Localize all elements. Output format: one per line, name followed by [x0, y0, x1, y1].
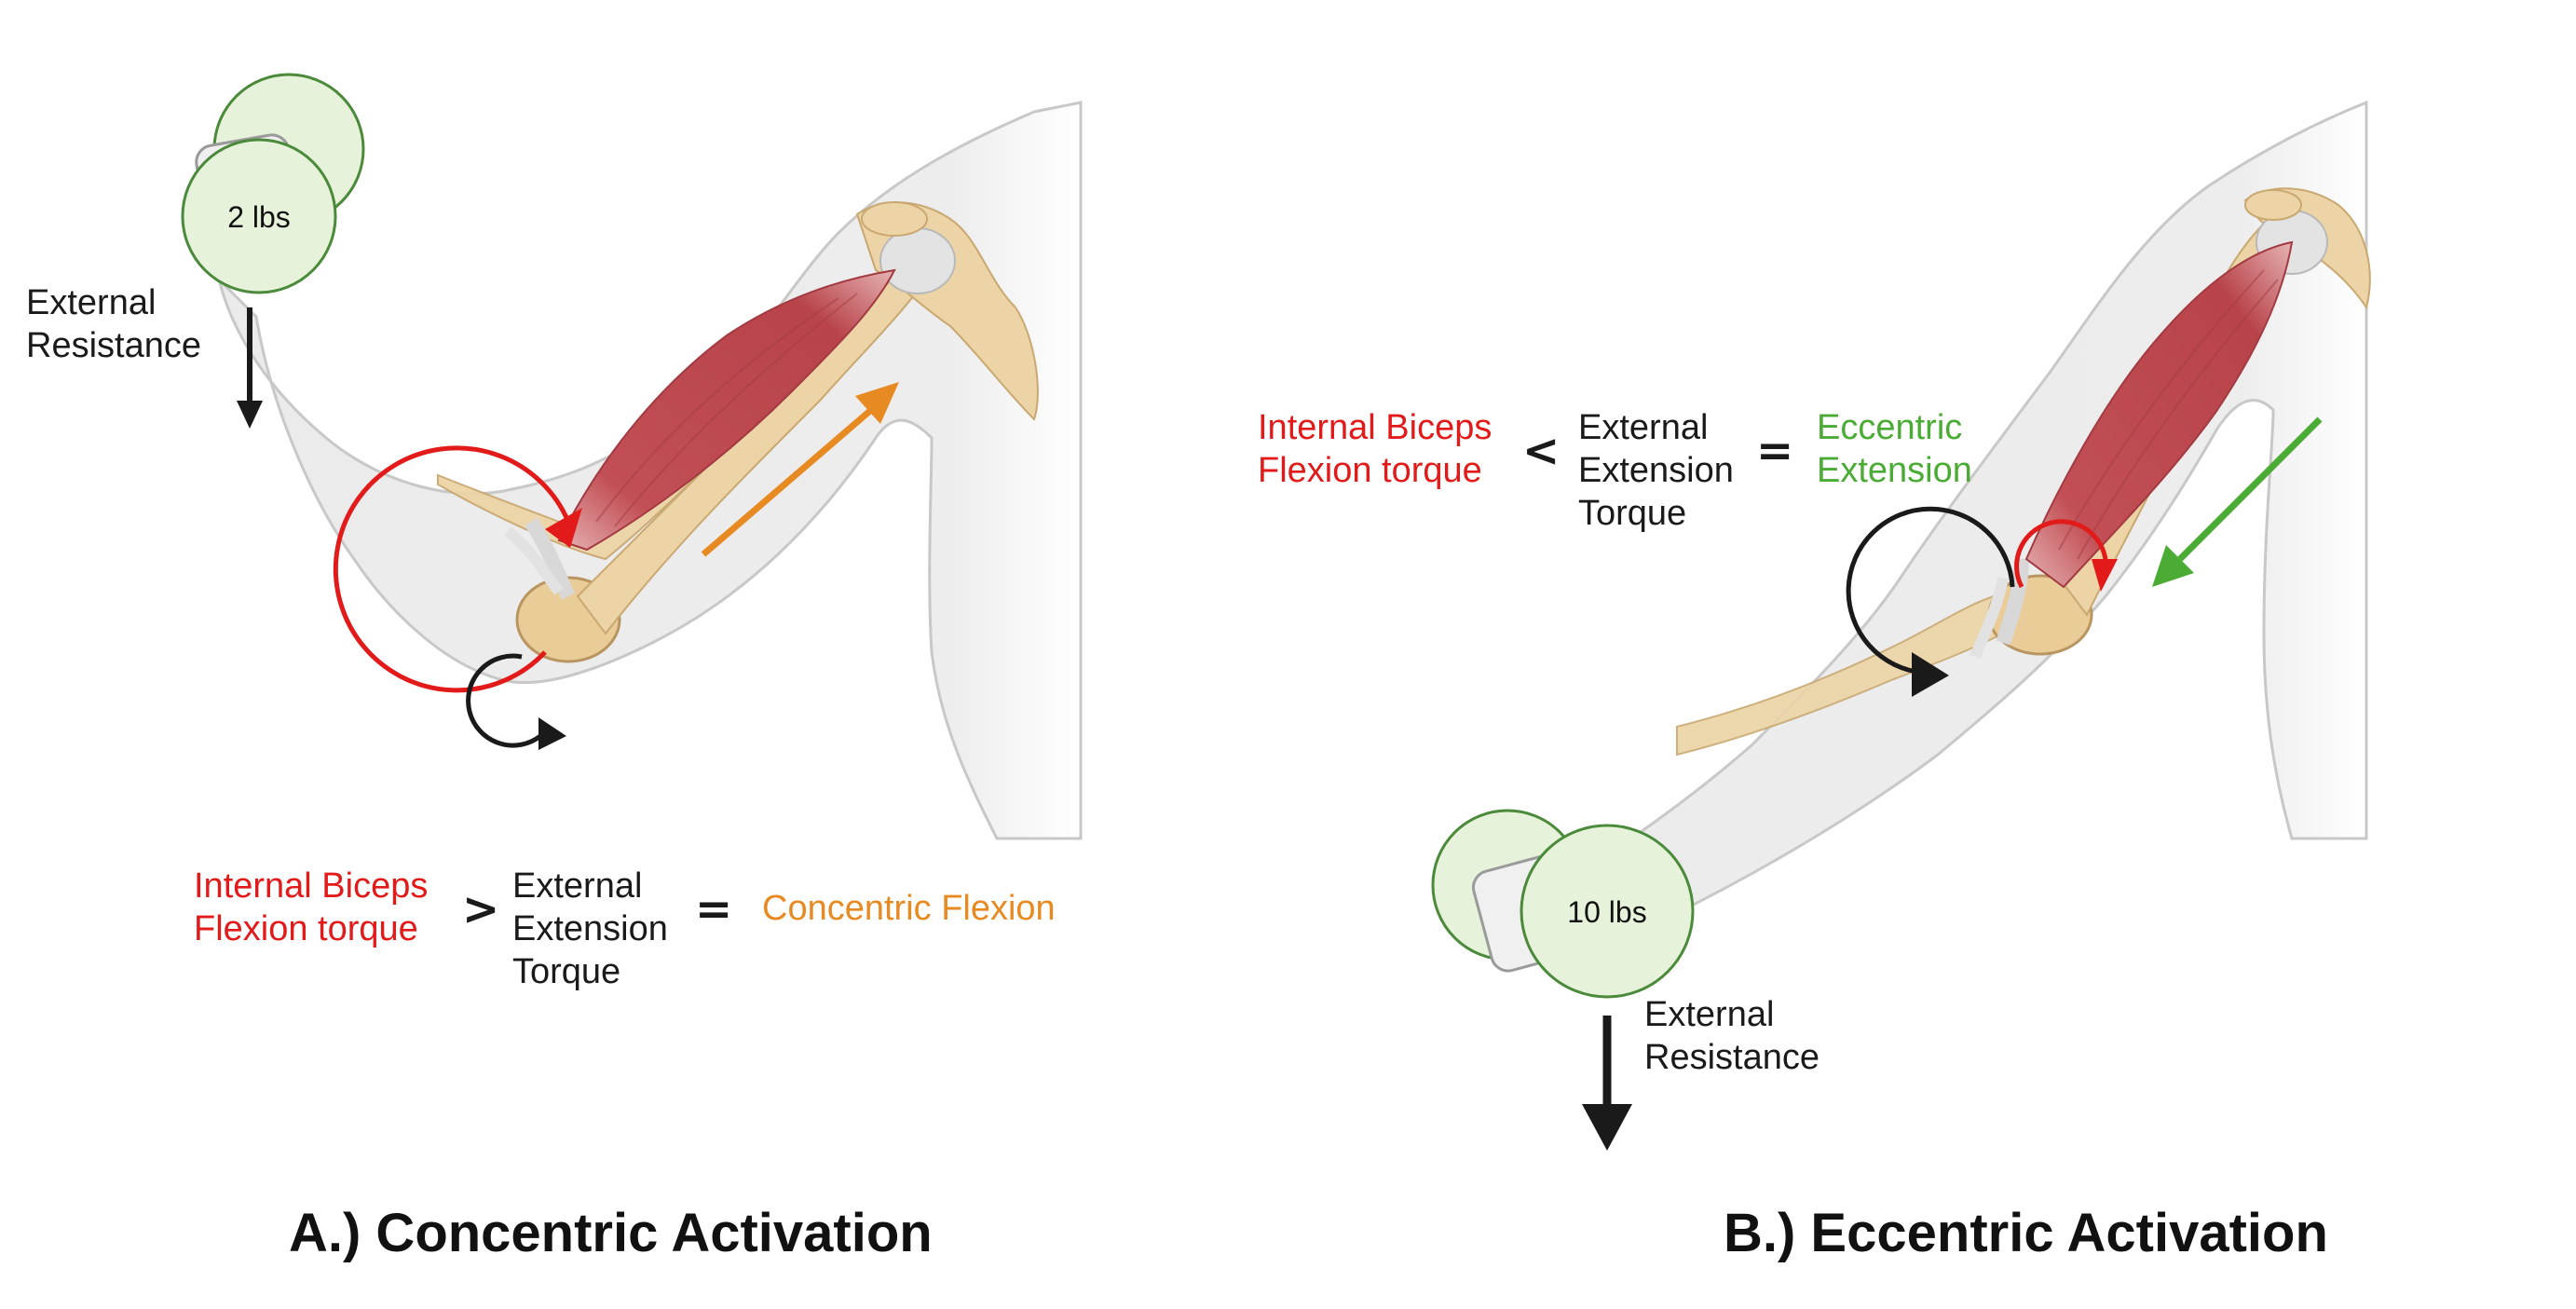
external-torque-label: External Extension Torque — [1578, 408, 1734, 533]
result-label: Concentric Flexion — [762, 889, 1056, 928]
external-torque-arc — [466, 653, 566, 750]
weight-10lbs: 10 lbs — [1431, 809, 1695, 999]
concentric-direction-arrow — [701, 382, 899, 557]
external-resistance-label: External Resistance — [1644, 995, 1820, 1077]
biceps-muscle — [2024, 240, 2294, 589]
panel-eccentric: 10 lbs Internal Biceps Flexion torque < … — [1258, 0, 2576, 1309]
weight-label: 10 lbs — [1567, 895, 1646, 929]
weight-label: 2 lbs — [227, 200, 291, 234]
equals-symbol: = — [695, 883, 733, 935]
comparison-symbol: < — [1522, 425, 1561, 477]
eccentric-direction-arrow — [2152, 416, 2323, 587]
internal-torque-arc — [2014, 519, 2118, 592]
caption-a: A.) Concentric Activation — [289, 1203, 933, 1263]
biceps-muscle — [557, 268, 896, 552]
internal-torque-arc — [333, 445, 582, 693]
panel-concentric: 2 lbs External Resistance Internal Bicep… — [0, 0, 1286, 1309]
internal-torque-label: Internal Biceps Flexion torque — [1258, 408, 1492, 490]
concentric-arm-illustration: 2 lbs — [181, 73, 1083, 840]
internal-torque-label: Internal Biceps Flexion torque — [194, 866, 429, 948]
result-label: Eccentric Extension — [1817, 408, 1972, 490]
external-torque-arc — [1846, 506, 2015, 697]
weight-2lbs: 2 lbs — [181, 73, 365, 294]
external-resistance-label: External Resistance — [26, 283, 201, 365]
external-resistance-arrow — [1582, 1016, 1632, 1151]
equals-symbol: = — [1756, 425, 1794, 477]
external-resistance-arrow — [237, 307, 263, 429]
arm-skin — [1526, 100, 2368, 961]
eccentric-arm-illustration: 10 lbs — [1431, 100, 2371, 1151]
caption-b: B.) Eccentric Activation — [1724, 1203, 2328, 1263]
comparison-symbol: > — [462, 883, 500, 935]
external-torque-label: External Extension Torque — [512, 866, 668, 991]
